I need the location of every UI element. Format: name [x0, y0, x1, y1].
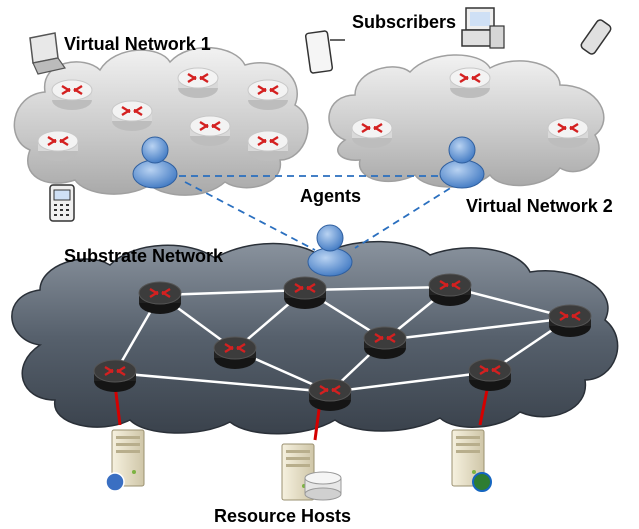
- desktop-computer-icon: [461, 7, 505, 49]
- router-icon: [92, 358, 138, 394]
- agents-label: Agents: [300, 186, 361, 206]
- router-icon: [546, 116, 590, 150]
- router-icon: [547, 303, 593, 339]
- router-icon: [350, 116, 394, 150]
- router-icon: [137, 280, 183, 316]
- router-icon: [246, 129, 290, 163]
- mobile-phone-icon: [580, 19, 612, 55]
- router-icon: [448, 66, 492, 100]
- router-icon: [50, 78, 94, 112]
- resource-hosts-label: Resource Hosts: [214, 506, 351, 526]
- virtual-network-2-label: Virtual Network 2: [466, 196, 613, 216]
- resource-host-1: [105, 429, 145, 492]
- phone-icon: [49, 184, 75, 222]
- tablet-icon: [304, 30, 345, 74]
- virtual-substrate-mapping-lines: [155, 175, 461, 251]
- globe-icon: [472, 472, 492, 492]
- globe-icon: [105, 472, 125, 492]
- router-icon: [188, 114, 232, 148]
- router-icon: [282, 275, 328, 311]
- router-icon: [36, 129, 80, 163]
- router-icon: [307, 377, 353, 413]
- resource-host-2: [281, 443, 342, 501]
- router-icon: [110, 99, 154, 133]
- subscribers-label: Subscribers: [352, 12, 456, 32]
- virtual-network-1-label: Virtual Network 1: [64, 34, 211, 54]
- database-icon: [304, 471, 342, 501]
- router-icon: [427, 272, 473, 308]
- router-icon: [362, 325, 408, 361]
- laptop-icon: [29, 32, 67, 75]
- substrate-network-label: Substrate Network: [64, 246, 224, 266]
- virtual-network-2-cloud: [328, 54, 605, 188]
- router-icon: [176, 66, 220, 100]
- resource-host-3: [451, 429, 492, 492]
- router-icon: [467, 357, 513, 393]
- router-icon: [246, 78, 290, 112]
- router-icon: [212, 335, 258, 371]
